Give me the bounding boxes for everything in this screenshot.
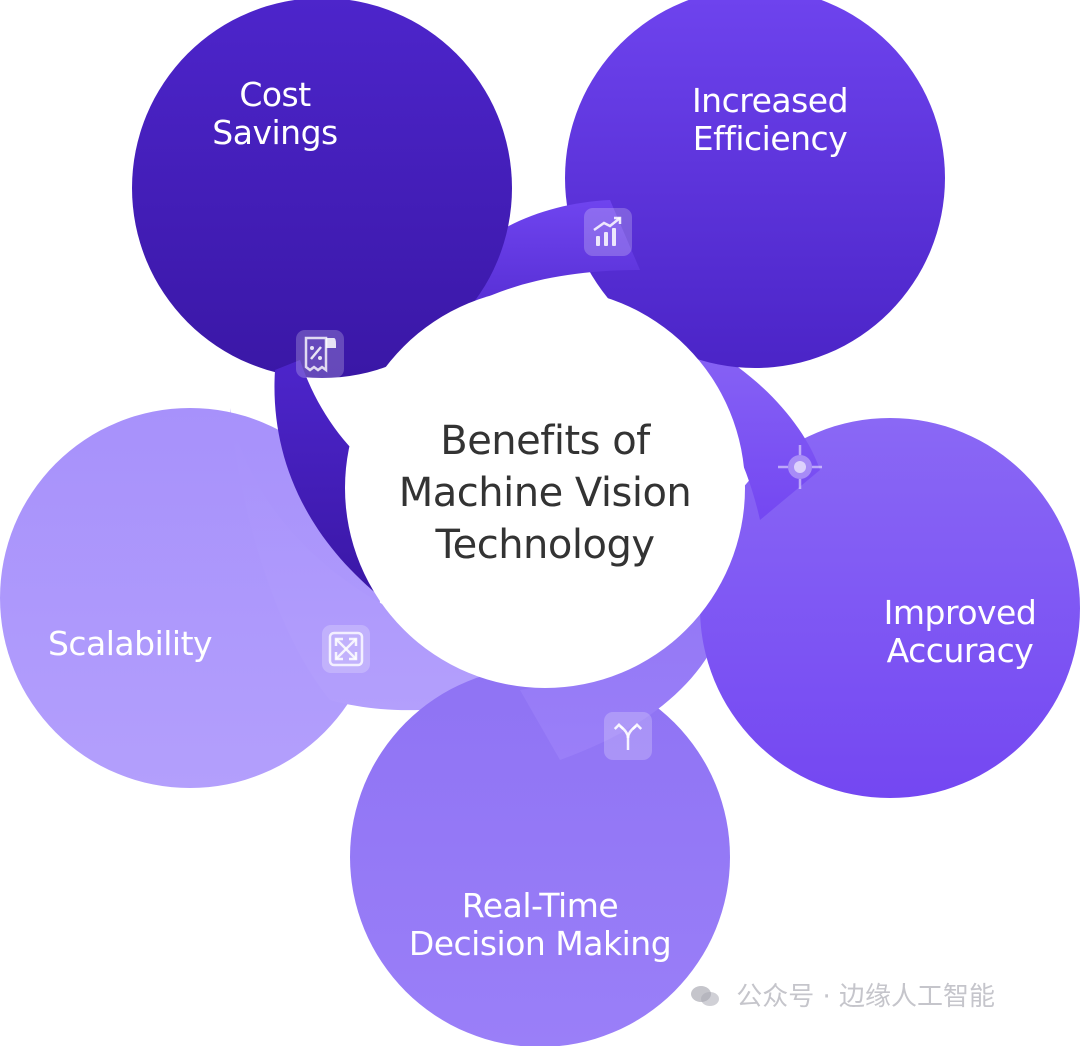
wechat-icon [691,986,719,1006]
petal-label-realtime: Real-Time Decision Making [390,887,690,963]
accuracy-label-line-2: Accuracy [886,631,1034,670]
cost-label-line-2: Savings [212,113,338,152]
petal-scalability-shape [0,408,590,788]
realtime-label-line-2: Decision Making [408,924,672,963]
petal-label-cost: Cost Savings [190,76,360,152]
split-arrow-icon [604,712,652,760]
watermark: 公众号 · 边缘人工智能 [690,976,995,1013]
petal-label-accuracy: Improved Accuracy [855,594,1065,670]
petal-label-efficiency: Increased Efficiency [665,82,875,158]
center-title-line-3: Technology [435,522,655,568]
watermark-text: 公众号 · 边缘人工智能 [736,982,996,1012]
receipt-percent-icon [296,330,344,378]
cost-label-line-1: Cost [239,75,311,114]
center-title-line-2: Machine Vision [398,470,692,516]
center-title: Benefits of Machine Vision Technology [360,415,730,571]
petal-efficiency-shape [395,0,945,368]
realtime-label-line-1: Real-Time [461,886,619,925]
petal-realtime-shape [350,495,735,1047]
scalability-label-line-1: Scalability [47,624,213,663]
accuracy-label-line-1: Improved [883,593,1037,632]
efficiency-label-line-2: Efficiency [692,119,848,158]
center-title-line-1: Benefits of [440,418,650,464]
efficiency-label-line-1: Increased [691,81,849,120]
expand-arrows-icon [322,625,370,673]
petal-label-scalability: Scalability [30,625,230,663]
center-disc [345,288,745,688]
growth-chart-icon [584,208,632,256]
crosshair-icon [776,443,824,491]
petal-accuracy-shape [612,315,1080,798]
